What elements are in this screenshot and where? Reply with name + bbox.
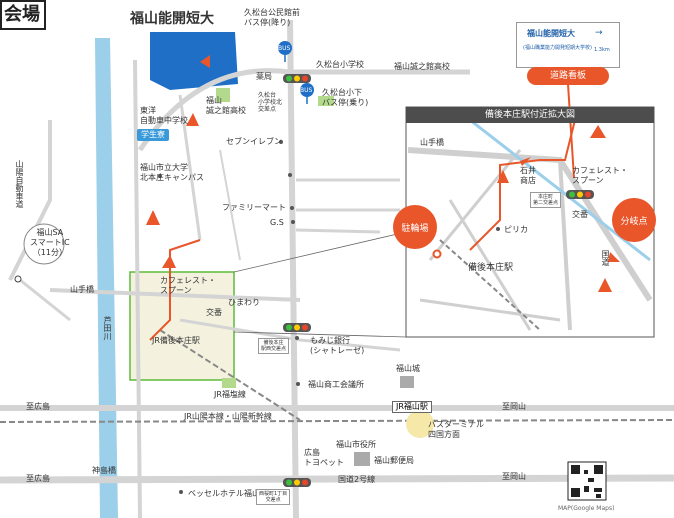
map-source: MAP(Google Maps)	[558, 505, 615, 512]
label-momiji: もみじ銀行 (シャトレーゼ)	[310, 336, 365, 355]
label-route2: 国道2号線	[338, 475, 376, 484]
label-jr-honjo-station: JR備後本庄駅	[152, 336, 200, 345]
label-koban-main: 交番	[206, 308, 222, 317]
ashida-river	[95, 38, 118, 518]
bus-terminal-area	[406, 410, 434, 438]
label-expressway: 山陽自動車道	[15, 160, 24, 208]
label-to-hiroshima-1: 至広島	[26, 402, 50, 411]
label-jr-fukuyama: JR福山駅	[392, 401, 432, 413]
label-pharmacy: 薬局	[256, 72, 272, 81]
signboard-line2: (福山職業能力開発短期大学校)	[523, 45, 592, 51]
inset-railway	[439, 239, 541, 331]
arrow-right-icon: →	[595, 28, 603, 38]
poi-dots	[158, 140, 500, 494]
label-post-office: 福山郵便局	[374, 456, 414, 465]
label-toyo-jh: 東洋 自動車中学校	[140, 106, 188, 125]
label-shiyunokan: 福山誠之館高校	[394, 62, 450, 71]
bus-stops	[278, 41, 314, 104]
label-to-okayama-1: 至岡山	[502, 402, 526, 411]
campus-title: 福山能開短大	[130, 11, 214, 27]
bus-icon-north: BUS	[278, 45, 291, 52]
inset-title: 備後本庄駅付近拡大図	[406, 107, 654, 123]
branch-point-bubble: 分岐点	[612, 198, 656, 242]
venue-tag: 会場	[0, 0, 46, 30]
label-to-okayama-2: 至岡山	[502, 472, 526, 481]
label-bus-stop-south: 久松台小下 バス停(乗り)	[322, 88, 369, 107]
label-bessel-hotel: ベッセルホテル福山	[188, 489, 260, 498]
label-yamate-bridge: 山手橋	[70, 285, 94, 294]
green-lots	[216, 88, 334, 388]
label-hisamatsu-crossing: 久松台 小学校北 交差点	[258, 92, 283, 113]
qr-code	[567, 461, 607, 501]
label-nishimachi-crossing: 西桜町1丁目 交差点	[256, 489, 291, 505]
label-chamber: 福山商工会議所	[308, 380, 364, 389]
parking-point	[432, 249, 442, 259]
label-castle: 福山城	[396, 364, 420, 373]
railways	[0, 329, 674, 423]
bus-icon-south: BUS	[300, 87, 313, 94]
label-bus-stop-north: 久松台公民館前 バス停(降り)	[244, 8, 300, 27]
parking-bubble: 駐輪場	[393, 205, 437, 249]
label-shiyunokan-near: 福山 誠之館高校	[206, 96, 246, 115]
signboard-pointer	[567, 83, 575, 179]
label-kamishima-bridge: 神島橋	[92, 466, 116, 475]
label-city-hall: 福山市役所	[336, 440, 376, 449]
label-to-hiroshima-2: 至広島	[26, 474, 50, 483]
signboard-caption: 道路看板	[527, 67, 609, 85]
label-ashida-river: 芦田川	[103, 316, 112, 340]
label-cafe-main: カフェレスト・ スプーン	[160, 276, 216, 295]
traffic-lights	[283, 74, 594, 487]
sa-point	[14, 275, 22, 283]
road-signboard: 福山能開短大 → (福山職業能力開発短期大学校) 1.3km	[516, 22, 620, 68]
route-line	[149, 119, 576, 341]
label-himawari: ひまわり	[228, 298, 260, 307]
route-arrows	[146, 55, 620, 292]
label-inset-station: 備後本庄駅	[468, 263, 514, 273]
label-inset-route: 国道	[601, 250, 610, 266]
label-hisamatsu-school: 久松台小学校	[316, 60, 364, 69]
label-honjo-crossing: 備後本庄 駅西交差点	[258, 338, 290, 354]
label-gs: G.S	[270, 218, 284, 227]
label-seven: セブンイレブン	[226, 137, 282, 146]
campus-block	[150, 32, 238, 90]
inset-connectors	[233, 231, 407, 338]
label-inset-honjo-crossing: 本庄町 第二交差点	[530, 192, 562, 208]
sa-ring	[23, 223, 65, 265]
label-inset-pirika: ピリカ	[504, 225, 528, 234]
label-city-univ: 福山市立大学 北本庄キャンパス	[140, 163, 204, 182]
label-familymart: ファミリーマート	[222, 203, 286, 212]
label-inset-yamate: 山手橋	[420, 138, 444, 147]
label-inset-koban: 交番	[572, 210, 588, 219]
label-sanyo-line: JR山陽本線・山陽新幹線	[184, 412, 272, 421]
label-fukuen-line: JR福塩線	[214, 390, 246, 399]
signboard-distance: 1.3km	[594, 47, 610, 53]
buildings	[354, 376, 414, 466]
label-sa: 福山SA スマートIC （11分）	[30, 228, 70, 257]
student-hall-badge: 学生寮	[137, 129, 169, 141]
label-toyopet: 広島 トヨペット	[304, 448, 344, 467]
label-bus-terminal: バスターミナル 四国方面	[428, 420, 484, 439]
label-inset-ishii: 石井 商店	[520, 166, 536, 185]
label-inset-cafe: カフェレスト・ スプーン	[572, 166, 628, 185]
road-network	[0, 19, 674, 518]
signboard-line1: 福山能開短大	[527, 29, 575, 38]
